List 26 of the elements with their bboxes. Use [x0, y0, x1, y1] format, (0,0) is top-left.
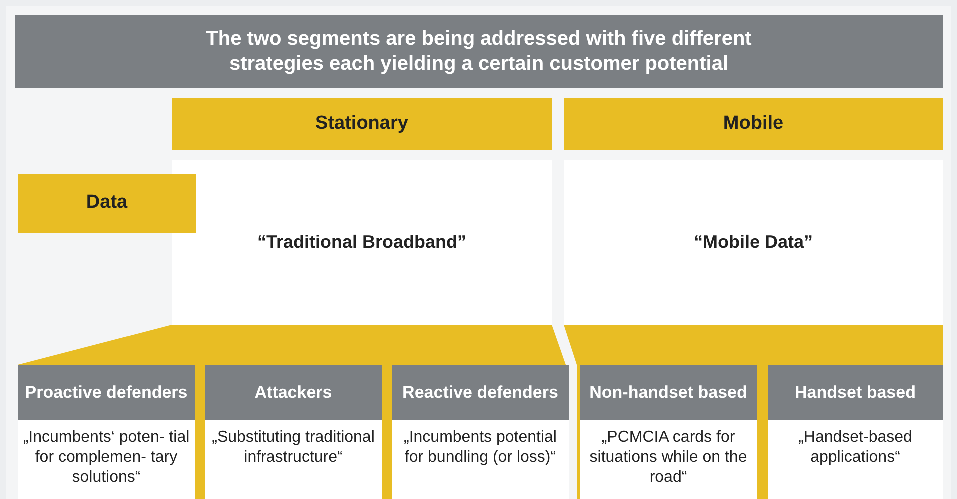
- strategy-description: „Incumbents potential for bundling (or loss)“: [403, 428, 558, 468]
- strategy-title: Reactive defenders: [402, 382, 558, 403]
- strategy-card: [580, 365, 757, 499]
- strategy-description: „Substituting traditional infrastructure“: [211, 428, 376, 468]
- strategy-title: Proactive defenders: [25, 382, 188, 403]
- strategy-title: Attackers: [254, 382, 332, 403]
- header-text: Mobile: [723, 112, 784, 136]
- title: The two segments are being addressed with five different strategies each yielding a certain customer potential: [205, 26, 753, 76]
- segment-name: “Traditional Broadband”: [257, 231, 466, 254]
- header-text: Data: [86, 191, 128, 216]
- header-box: [18, 174, 196, 233]
- strategy-card: [392, 365, 569, 499]
- strategy-description: „Handset-based applications“: [798, 428, 914, 468]
- strategy-card: [768, 365, 943, 499]
- segment-cell: [564, 160, 943, 325]
- strategy-card: [205, 365, 382, 499]
- strategy-title: Non-handset based: [590, 382, 748, 403]
- strategy-description: „Incumbents‘ poten- tial for complemen- tary solutions“: [22, 428, 191, 488]
- strategy-description: „PCMCIA cards for situations while on the road“: [588, 428, 748, 488]
- strategy-card: [18, 365, 195, 499]
- header-box: [172, 98, 552, 150]
- segment-cell: [172, 160, 552, 325]
- header-text: Stationary: [316, 112, 408, 136]
- header-box: [564, 98, 943, 150]
- strategy-title: Handset based: [795, 382, 916, 403]
- segment-name: “Mobile Data”: [694, 231, 813, 254]
